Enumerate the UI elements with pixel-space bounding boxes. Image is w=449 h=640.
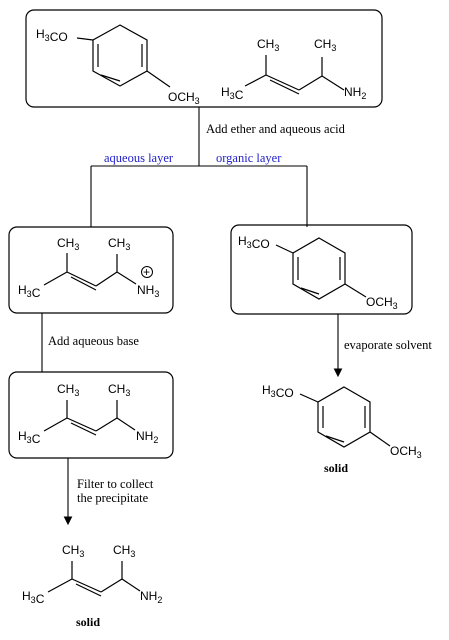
amine-label: NH2 — [136, 429, 158, 445]
dimethoxybenzene-structure-top: H3CO OCH3 — [36, 24, 200, 106]
methyl-label: CH3 — [57, 382, 79, 398]
mixture-box — [25, 9, 383, 108]
methoxy-label: OCH3 — [366, 295, 398, 311]
step-add-base: Add aqueous base — [48, 334, 139, 348]
methyl-label: CH3 — [257, 37, 279, 53]
ammonium-label: NH3 — [137, 283, 159, 299]
step-evaporate: evaporate solvent — [344, 338, 432, 352]
methoxy-label: H3CO — [36, 27, 68, 44]
methoxy-label: OCH3 — [168, 90, 200, 106]
solid-label-bottom: solid — [76, 615, 100, 629]
methoxy-label: OCH3 — [390, 444, 422, 460]
amine-structure-middle: CH3 CH3 H3C NH2 — [18, 382, 158, 446]
methyl-label: CH3 — [108, 382, 130, 398]
positive-charge-icon — [141, 266, 153, 278]
organic-layer-label: organic layer — [216, 151, 282, 165]
ammonium-structure: CH3 CH3 H3C + NH3 — [18, 236, 159, 300]
amine-structure-product: CH3 CH3 H3C NH2 — [22, 543, 162, 606]
amine-label: NH2 — [140, 589, 162, 605]
organic-layer-box — [230, 224, 413, 315]
step-add-ether-acid: Add ether and aqueous acid — [206, 122, 346, 136]
aqueous-layer-box — [8, 226, 174, 314]
solid-label-right: solid — [324, 461, 348, 475]
methyl-label: H3C — [22, 589, 45, 606]
methoxy-label: H3CO — [238, 234, 270, 251]
methyl-label: CH3 — [113, 543, 135, 559]
methyl-label: CH3 — [108, 236, 130, 252]
methyl-label: CH3 — [57, 236, 79, 252]
aqueous-layer-label: aqueous layer — [104, 151, 174, 165]
methyl-label: H3C — [221, 85, 244, 102]
step-filter-line1: Filter to collect — [77, 477, 154, 491]
methyl-label: CH3 — [314, 37, 336, 53]
methyl-label: CH3 — [62, 543, 84, 559]
dimethoxybenzene-structure-product: H3CO OCH3 — [262, 383, 422, 460]
methyl-label: H3C — [18, 429, 41, 446]
amine-structure-top: CH3 CH3 H3C NH2 — [221, 37, 366, 102]
basified-box — [8, 371, 174, 459]
charge-sign: + — [143, 265, 150, 279]
amine-label: NH2 — [344, 85, 366, 101]
methyl-label: H3C — [18, 283, 41, 300]
dimethoxybenzene-structure-organic: H3CO OCH3 — [238, 234, 398, 311]
step-filter-line2: the precipitate — [77, 491, 149, 505]
methoxy-label: H3CO — [262, 383, 294, 400]
